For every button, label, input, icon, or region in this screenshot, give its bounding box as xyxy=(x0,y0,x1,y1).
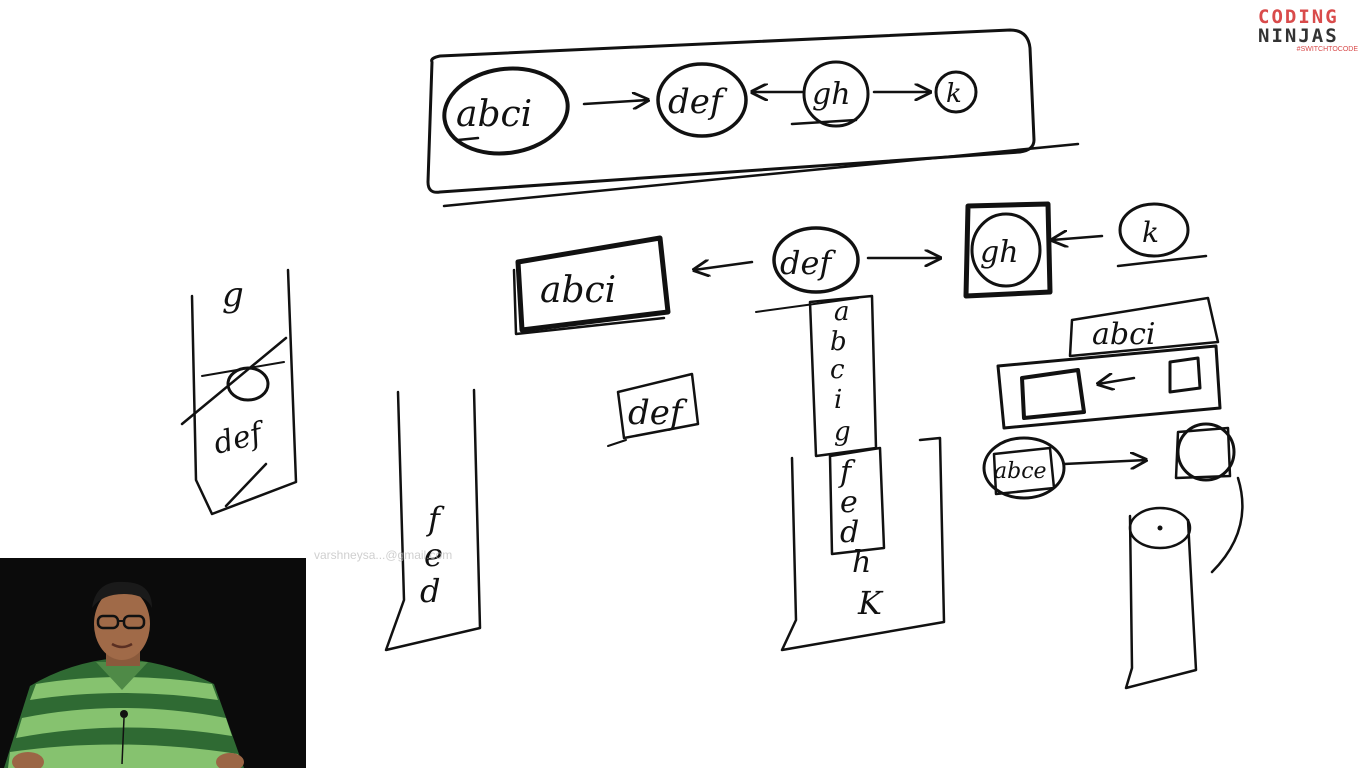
arrow-right-row xyxy=(1098,378,1136,384)
mid-node-gh-label: gh xyxy=(980,235,1019,270)
stack-middle-i: i xyxy=(834,385,842,415)
stack-middle-b: b xyxy=(830,327,847,357)
coding-ninjas-logo: CODING NINJAS #SWITCHTOCODE xyxy=(1258,8,1362,54)
arrow-k-to-gh xyxy=(1052,236,1104,240)
mid-node-abci: abci xyxy=(512,235,671,336)
top-chain-box xyxy=(426,28,1080,208)
arrow-abci-to-def xyxy=(582,100,648,104)
loose-node-def-label: def xyxy=(628,393,688,433)
right-row-abci: abci xyxy=(1068,296,1220,358)
top-node-abci-label: abci xyxy=(456,94,532,135)
stack-left-f: f xyxy=(426,500,445,538)
stack-left-crossed-g: g xyxy=(222,275,244,315)
stack-left-e: e xyxy=(424,536,443,574)
logo-tagline: #SWITCHTOCODE xyxy=(1296,46,1358,53)
stack-left-d: d xyxy=(420,572,440,610)
presenter-video xyxy=(0,558,306,768)
arrow-abce-right xyxy=(1062,460,1146,464)
loose-node-def: def xyxy=(607,372,700,447)
logo-line-coding: CODING xyxy=(1258,6,1339,28)
top-node-k-label: k xyxy=(946,79,962,109)
stack-middle-e: e xyxy=(840,485,858,520)
right-small-node-abce: abce xyxy=(982,436,1066,500)
stack-middle: a b c i g f e d h K xyxy=(755,294,946,652)
top-node-k: k xyxy=(934,70,978,114)
mid-node-k-label: k xyxy=(1142,216,1159,249)
stack-right xyxy=(1124,506,1198,690)
right-row-nodes xyxy=(996,344,1222,430)
stack-middle-h: h xyxy=(852,545,871,580)
top-node-def: def xyxy=(656,62,748,138)
logo-line-ninjas: NINJAS xyxy=(1258,25,1339,47)
stack-middle-a: a xyxy=(834,297,850,327)
right-small-node-abce-label: abce xyxy=(994,459,1047,484)
right-row-abci-label: abci xyxy=(1092,317,1156,352)
stack-left-crossed: g def xyxy=(180,268,298,516)
lapel-mic-icon xyxy=(120,710,128,718)
arrow-def-to-abci xyxy=(694,262,754,270)
top-node-def-label: def xyxy=(668,82,728,122)
stack-left: f e d xyxy=(384,388,482,652)
stack-middle-c: c xyxy=(830,355,845,385)
top-node-gh: gh xyxy=(790,60,870,128)
stack-middle-d: d xyxy=(840,515,859,550)
right-blank-node xyxy=(1174,422,1244,574)
top-node-abci: abci xyxy=(442,66,570,156)
presenter-head xyxy=(92,581,152,666)
email-watermark: varshneysa...@gmail.com xyxy=(314,548,453,562)
mid-node-gh: gh xyxy=(963,201,1053,299)
stack-middle-k: K xyxy=(857,584,884,622)
stack-middle-g: g xyxy=(834,417,851,447)
stack-left-crossed-def: def xyxy=(210,415,270,462)
mid-node-abci-label: abci xyxy=(540,270,616,311)
mid-node-def: def xyxy=(772,226,860,294)
mid-node-def-label: def xyxy=(780,244,836,282)
top-node-gh-label: gh xyxy=(812,77,851,112)
mid-node-k: k xyxy=(1116,202,1208,268)
